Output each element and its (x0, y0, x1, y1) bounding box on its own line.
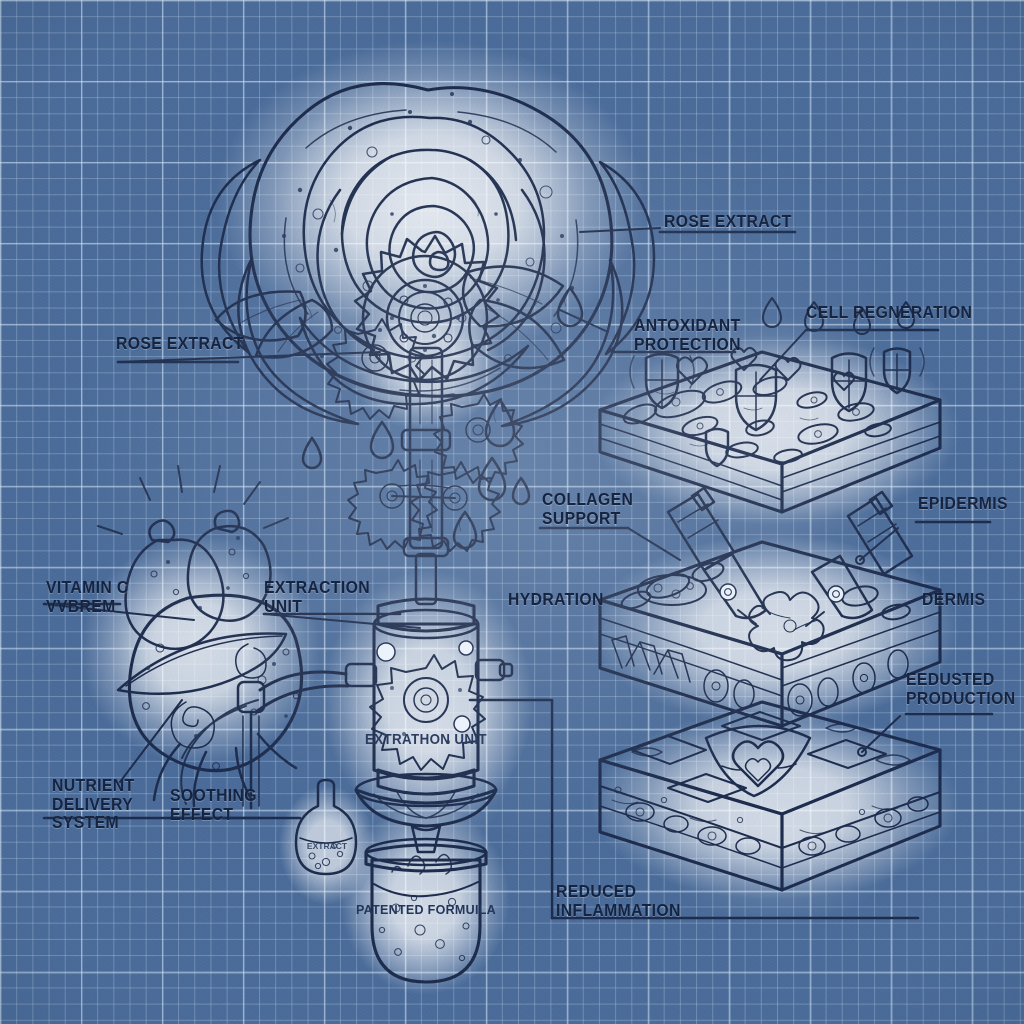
callout-epidermis: EPIDERMIS (918, 493, 1008, 513)
hypodermis-slab (598, 700, 942, 892)
callout-rose-extract-left: ROSE EXTRACT (116, 333, 244, 353)
syringe-icon (666, 486, 914, 620)
callout-antoxidant-protection: ANTOXIDANT PROTECTION (634, 315, 741, 354)
callout-reduced-inflammation: REDUCED INFLAMMATION (556, 881, 681, 920)
callout-collagen-support: COLLAGEN SUPPORT (542, 489, 634, 528)
machine-body-text: EXTRATHON UNIT (365, 730, 487, 747)
callout-rose-extract-right: ROSE EXTRACT (664, 211, 792, 231)
vitamin-c-rosehip-cluster (97, 465, 304, 808)
callout-eedusted-production: EEDUSTED PRODUCTION (906, 669, 1016, 708)
formula-beaker: PATENTED FORMUILA (356, 837, 496, 984)
callout-dermis: DERMIS (922, 589, 986, 609)
callout-soothing-effect: SOOTHING EFFECT (170, 785, 257, 824)
callout-hydration: HYDRATION (508, 589, 604, 609)
dermis-slab (598, 486, 942, 728)
gear-assembly (326, 234, 524, 606)
callout-cell-regneration: CELL REGNERATION (806, 302, 973, 322)
small-vial: EXTRACT (294, 778, 358, 876)
vial-text: EXTRACT (307, 841, 348, 851)
beaker-text: PATENTED FORMUILA (356, 903, 496, 917)
callout-leader-lines (42, 227, 994, 920)
epidermis-slab (598, 297, 942, 514)
rose-flower-illustration (200, 82, 656, 428)
callout-nutrient-delivery-system: NUTRIENT DELIVERY SYSTEM (52, 775, 135, 833)
callout-extraction-unit: EXTRACTION UNIT (264, 577, 370, 616)
shield-icon (644, 347, 912, 468)
callout-vitamin-c: VITAMIN C VVBREM (46, 577, 129, 616)
heart-icon (731, 740, 785, 788)
